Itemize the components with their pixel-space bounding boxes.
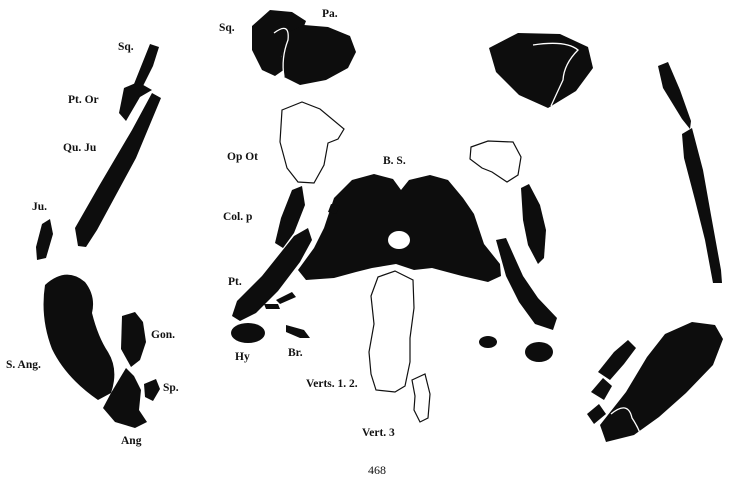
right-angular-fragment-b	[587, 404, 606, 424]
page-number: 468	[368, 463, 386, 477]
basisphenoid-bone	[298, 174, 501, 282]
label-br: Br.	[288, 347, 303, 359]
label-ju: Ju.	[32, 201, 47, 213]
opisthotic-otic-cartilage	[280, 102, 344, 183]
label-bs: B. S.	[383, 155, 406, 167]
label-vert-3: Vert. 3	[362, 427, 395, 439]
label-sp: Sp.	[163, 382, 179, 394]
label-s-ang: S. Ang.	[6, 359, 41, 371]
vertebrae-1-2-cartilage	[369, 271, 414, 392]
gonial-bone	[121, 312, 146, 367]
right-articular-fragments	[598, 340, 636, 380]
label-ang: Ang	[121, 435, 142, 447]
branchial-bone	[286, 325, 310, 338]
right-pterygoid-bone	[496, 238, 557, 330]
parietal-top-bone	[281, 25, 356, 85]
label-hy: Hy	[235, 351, 250, 363]
right-branchial-bone	[479, 336, 497, 348]
label-pt-or: Pt. Or	[68, 94, 99, 106]
label-sq-left: Sq.	[118, 41, 134, 53]
label-qu-ju: Qu. Ju	[63, 142, 97, 154]
vertebra-3-cartilage	[412, 374, 430, 422]
jugal-bone	[36, 219, 53, 260]
foramen-hole	[388, 231, 410, 249]
right-otic-cartilage	[470, 141, 521, 182]
right-angular-fragment-a	[591, 378, 612, 400]
label-pa: Pa.	[322, 8, 338, 20]
right-hyoid-bone	[525, 342, 553, 362]
hyoid-bone	[231, 323, 265, 343]
label-gon: Gon.	[151, 329, 175, 341]
label-pt: Pt.	[228, 276, 242, 288]
label-col-p: Col. p	[223, 211, 252, 223]
label-verts-1-2: Verts. 1. 2.	[306, 378, 358, 390]
splenial-bone	[144, 379, 160, 401]
surangular-bone	[44, 275, 115, 400]
label-op-ot: Op Ot	[227, 151, 258, 163]
right-squamosal-bone	[658, 62, 691, 129]
right-quadratojugal-bone	[682, 128, 722, 283]
right-columella-bone	[521, 184, 546, 264]
quadratojugal-bone	[75, 93, 161, 247]
pterygoid-fragment-b	[264, 304, 280, 309]
squamosal-left-bone	[134, 44, 159, 88]
pterygoid-fragment-a	[276, 292, 296, 304]
right-surangular-bone	[600, 322, 723, 442]
label-sq-top: Sq.	[219, 22, 235, 34]
